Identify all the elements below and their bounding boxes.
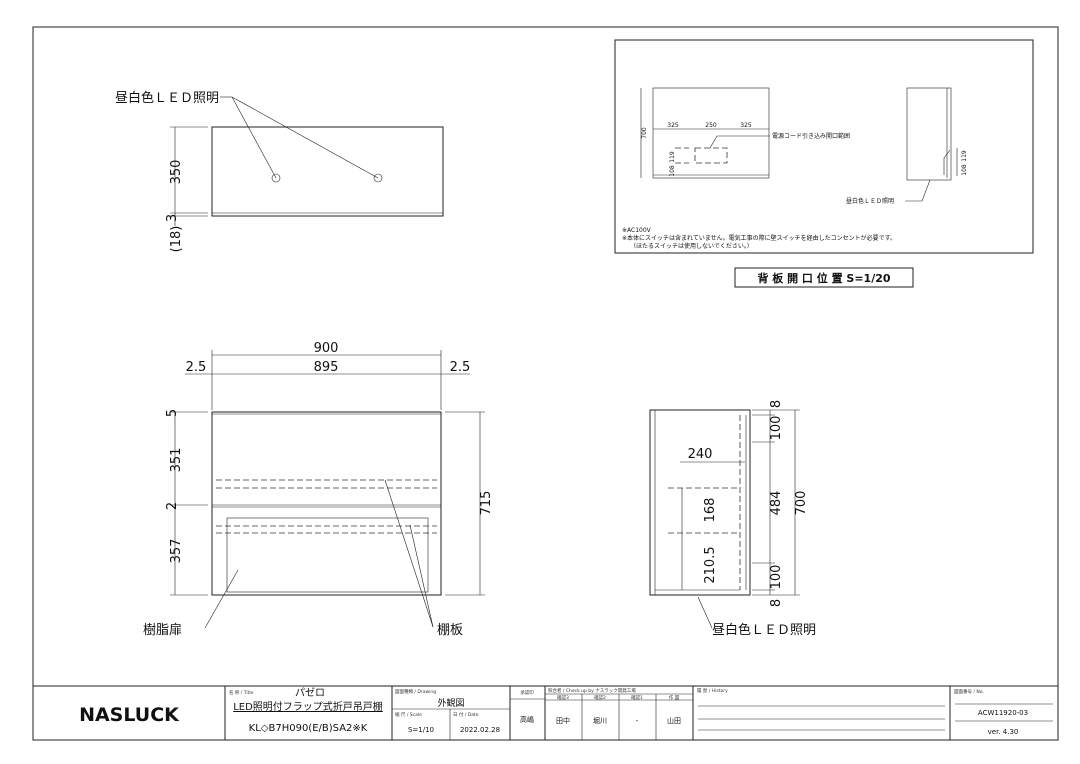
dim-lower: 357 [169, 539, 184, 564]
checker-name: 堀川 [593, 716, 607, 725]
dim-left-gap: 2.5 [186, 360, 207, 375]
dim-center: 250 [705, 122, 717, 129]
approval-header: 承認印 [520, 689, 534, 696]
drawing-header: 図面種類 / Drawing [395, 688, 436, 695]
cord-label: 電源コード引き込み開口範囲 [772, 132, 850, 140]
product-name: LED照明付フラップ式折戸吊戸棚 [233, 700, 383, 713]
note-ac: ※AC100V [622, 227, 652, 234]
dim-inner-width: 895 [314, 360, 339, 375]
dim-bottom: 3 [165, 214, 180, 222]
checker-name: - [636, 717, 639, 725]
led-light-icon [271, 173, 281, 183]
dim-total: 700 [794, 491, 809, 516]
led-label: 昼白色ＬＥＤ照明 [712, 622, 816, 638]
scale: S=1/10 [408, 726, 434, 734]
dim-top: 5 [165, 409, 180, 417]
front-view: 900 895 2.5 2.5 5 351 2 357 715 樹脂扉 棚板 [143, 341, 494, 638]
inset-caption: 背 板 開 口 位 置 S=1/20 [757, 271, 890, 285]
dim-lower: 100 [769, 565, 784, 590]
check-col: 確認3 [557, 694, 569, 701]
dim-shelf2: 210.5 [703, 546, 718, 583]
led-label: 昼白色ＬＥＤ照明 [115, 90, 219, 106]
dim-h2: 108 [669, 165, 676, 177]
dim-total-height: 715 [479, 491, 494, 516]
checker-name: 山田 [667, 716, 681, 725]
dim-h1: 119 [669, 151, 676, 163]
dim-right-gap: 2.5 [450, 360, 471, 375]
dim-left: 325 [667, 122, 679, 129]
drawing-type: 外観図 [437, 697, 464, 709]
date-header: 日 付 / Date [453, 711, 479, 718]
date: 2022.02.28 [460, 726, 500, 734]
nasluck-logo: NASLUCK [79, 704, 180, 726]
dim-bottom: 8 [769, 599, 784, 607]
check-col: 作 図 [669, 694, 680, 701]
check-col: 確認2 [594, 694, 606, 701]
dim-upper: 351 [169, 448, 184, 473]
note-hotaru: （ほたるスイッチは使用しないでください。） [630, 242, 753, 250]
door-label: 樹脂扉 [143, 622, 182, 638]
dim-middle: 484 [769, 491, 784, 516]
approver: 高嶋 [520, 715, 534, 724]
top-view: 昼白色ＬＥＤ照明 350 3 (18) [115, 90, 444, 253]
dim-mid: 2 [165, 502, 180, 510]
dim-base: (18) [169, 226, 184, 253]
side-dim-h1: 119 [961, 150, 968, 162]
checker-name: 田中 [556, 716, 570, 725]
dim-height: 350 [169, 160, 184, 185]
note-switch: ※本体にスイッチは含まれていません。電気工事の際に壁スイッチを経由したコンセント… [622, 234, 896, 242]
dim-total-width: 900 [314, 341, 339, 356]
dim-upper: 100 [769, 416, 784, 441]
sheet-border [32, 26, 1059, 741]
series-name: パゼロ [295, 687, 325, 699]
dim-shelf1: 168 [703, 498, 718, 523]
model-number: KL◇B7H090(E/B)SA2※K [249, 723, 368, 734]
dim-top: 8 [769, 400, 784, 408]
title-header: 名 称 / Title [229, 689, 254, 696]
drawing-number: ACW11920-03 [978, 709, 1028, 717]
dim-depth: 240 [688, 447, 713, 462]
version: ver. 4.30 [988, 728, 1019, 736]
no-header: 図面番号 / No. [954, 688, 984, 695]
history-header: 履 歴 / History [697, 688, 728, 694]
side-dim-h2: 108 [961, 164, 968, 176]
back-panel-inset: 700 325 250 325 電源コード引き込み開口範囲 119 108 11… [614, 39, 1034, 288]
check-header: 照合者 / Check up by ナスラック開発工場 [548, 687, 636, 694]
shelf-label: 棚板 [437, 623, 463, 638]
scale-header: 縮 尺 / Scale [395, 711, 422, 718]
led-label: 昼白色ＬＥＤ照明 [846, 197, 894, 205]
dim-right: 325 [740, 122, 752, 129]
title-block: NASLUCK 名 称 / Title パゼロ LED照明付フラップ式折戸吊戸棚… [32, 685, 1059, 741]
led-light-icon [373, 173, 383, 183]
dim-height: 700 [641, 127, 648, 139]
side-view: 240 168 210.5 8 100 484 100 8 700 昼白色ＬＥＤ… [649, 400, 816, 638]
check-col: 確認1 [631, 694, 643, 701]
